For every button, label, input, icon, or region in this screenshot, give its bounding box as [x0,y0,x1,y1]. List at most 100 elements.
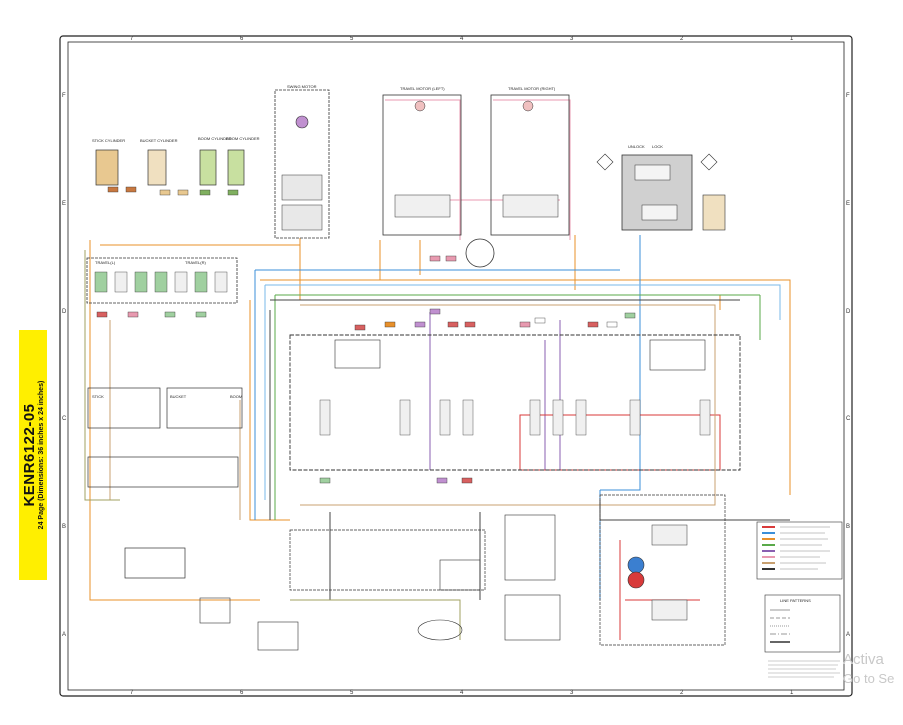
port-tag [159,189,171,196]
line-blue [254,235,641,600]
label-boom: BOOM [230,394,242,399]
grid-col-label: 6 [240,690,244,696]
port-tag [519,321,531,328]
label-travel-motor-left: TRAVEL MOTOR (LEFT) [400,86,445,91]
spool [194,271,208,293]
main-pump-1 [627,556,645,574]
grid-columns-bottom: 7 6 5 4 3 2 1 [130,690,794,696]
spool [154,271,168,293]
document-tab [19,330,47,580]
watermark-line-2: Go to Se [843,671,895,686]
pump-regulator [651,599,688,621]
port-tag [227,189,239,196]
travel-motor-left-box [382,94,462,236]
port-tag [461,477,473,484]
port-tag [414,321,426,328]
port-tag [464,321,476,328]
swivel-joint [465,238,495,268]
spool [629,399,641,436]
return-filter [504,594,561,641]
port-tags [96,311,207,318]
lock-solenoid [634,164,671,181]
main-port-tags [319,308,636,484]
boom-cylinder [199,149,217,186]
grid-row-label: C [62,416,67,422]
spool [575,399,587,436]
port-tag [164,311,176,318]
main-pump-2 [627,571,645,589]
line-orange [89,238,791,601]
travel-motor-right-symbol [522,100,534,112]
line-patterns-box [764,594,841,653]
lower-valve-group [289,529,486,591]
spool [174,271,188,293]
travel-motor-left-symbol [414,100,426,112]
document-number: KENR6122-05 [21,403,38,507]
grid-col-label: 4 [460,690,464,696]
port-tag [177,189,189,196]
port-tag [125,186,137,193]
label-lock: LOCK [652,144,663,149]
port-tag [445,255,457,262]
grid-row-label: D [846,309,851,315]
grid-row-label: E [62,201,66,207]
grid-rows-right: F E D C B A [846,93,851,638]
pilot-valve-right [166,387,243,429]
travel-valve-bank [86,257,238,304]
hydraulic-lines [84,99,791,640]
port-tag [606,321,618,328]
relief-valve-box [334,339,381,369]
grid-col-label: 2 [680,690,684,696]
travel-valve-right [502,194,559,218]
pump-assembly [599,494,726,646]
pilot-pump [257,621,299,651]
main-control-valve [289,334,741,471]
solenoid-valve-group [439,559,481,591]
pilot-indicator [596,153,614,171]
port-tag [199,189,211,196]
bucket-cylinder [147,149,167,186]
shuttle-block [87,456,239,488]
spool [552,399,564,436]
grid-col-label: 1 [790,690,794,696]
swing-motor-box [274,89,330,239]
label-stick: STICK [92,394,104,399]
travel-motor-right-box [490,94,570,236]
port-tag [354,324,366,331]
grid-row-label: B [62,524,66,530]
grid-row-label: F [62,93,66,99]
grid-col-label: 4 [460,36,464,42]
document-page-info: 24 Page (Dimensions: 36 inches x 24 inch… [38,380,45,530]
pilot-indicator [700,153,718,171]
spool [214,271,228,293]
accumulator-block [124,547,186,579]
port-tag [96,311,108,318]
port-tag [534,317,546,324]
pilot-valve-left [87,387,161,429]
grid-col-label: 3 [570,36,574,42]
legend-swatches [762,526,775,570]
label-travel-r: TRAVEL(R) [185,260,206,265]
label-boom-cylinder: BOOM CYLINDER [226,136,260,141]
grid-rows-left: F E D C B A [62,93,67,638]
grid-col-label: 5 [350,690,354,696]
line-blue-2 [264,284,781,500]
port-tag [319,477,331,484]
grid-col-label: 1 [790,36,794,42]
spool [699,399,711,436]
grid-col-label: 3 [570,690,574,696]
spool [399,399,411,436]
spool [462,399,474,436]
grid-col-label: 6 [240,36,244,42]
label-stick-cylinder: STICK CYLINDER [92,138,125,143]
label-travel-l: TRAVEL(L) [95,260,116,265]
travel-valve-left [394,194,451,218]
main-valve-spools [319,399,711,436]
port-tag [429,308,441,315]
port-tag [384,321,396,328]
grid-row-label: A [846,632,850,638]
boom-cylinder [227,149,245,186]
inner-border [67,41,845,691]
